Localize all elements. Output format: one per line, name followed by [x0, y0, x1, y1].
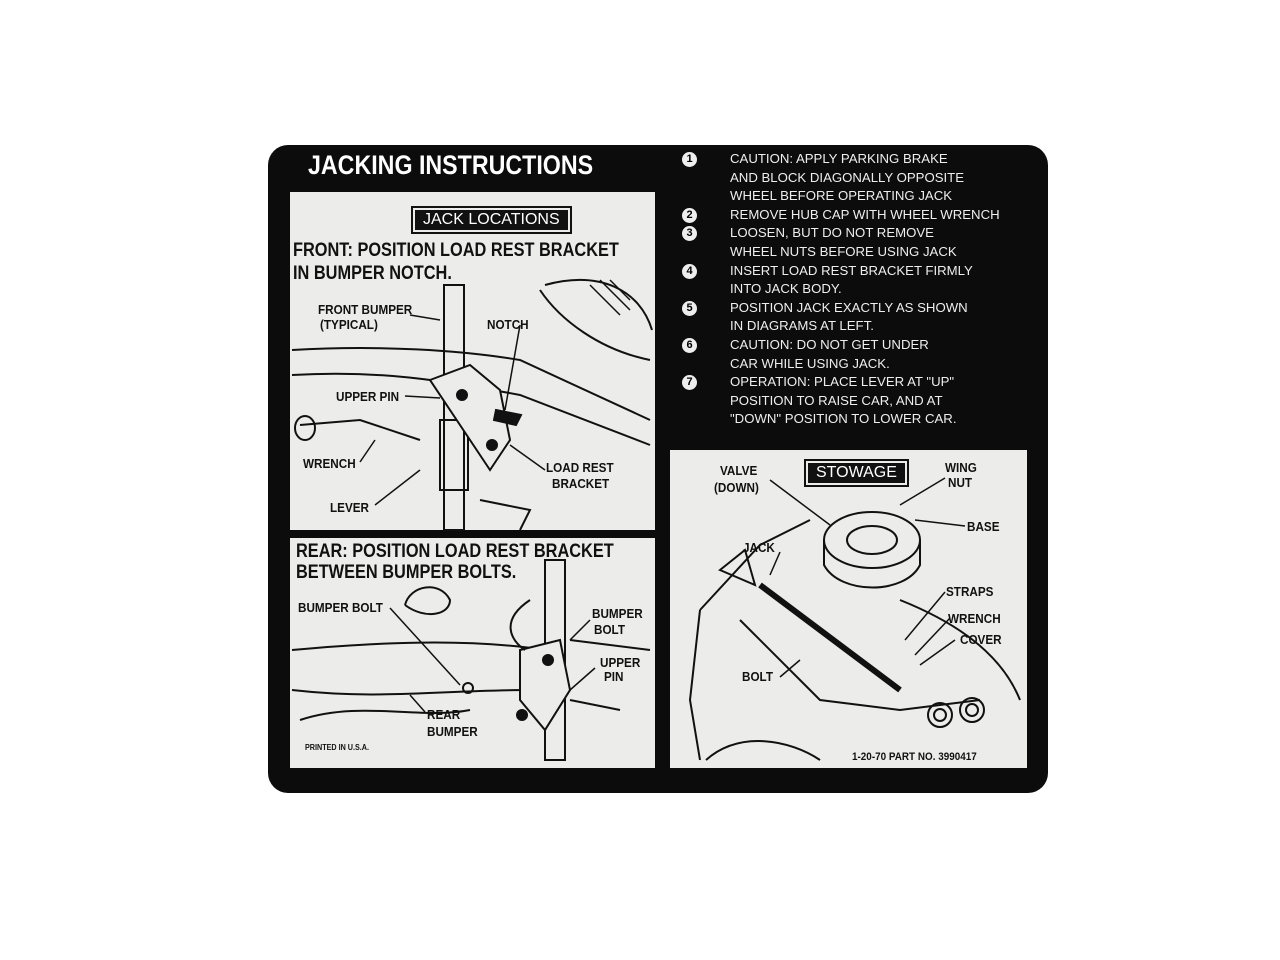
label-wrench: WRENCH — [303, 456, 356, 471]
label-upper-pin: UPPER PIN — [336, 389, 400, 404]
instruction-text: OPERATION: PLACE LEVER AT "UP" — [730, 374, 955, 390]
instruction-line: 4 INSERT LOAD REST BRACKET FIRMLY — [682, 262, 1000, 281]
label-bolt: BOLT — [742, 669, 773, 684]
rear-jack-drawing — [291, 559, 651, 761]
instruction-line: 5 POSITION JACK EXACTLY AS SHOWN — [682, 299, 1000, 318]
step-number-icon: 3 — [682, 226, 697, 242]
instruction-line: 1 CAUTION: APPLY PARKING BRAKE — [682, 150, 1000, 169]
label-rear-bumper-1: REAR — [427, 707, 461, 722]
instruction-text: REMOVE HUB CAP WITH WHEEL WRENCH — [730, 206, 1000, 222]
instruction-line: WHEEL BEFORE OPERATING JACK — [682, 187, 1000, 206]
instruction-text: CAUTION: APPLY PARKING BRAKE — [730, 151, 948, 166]
front-jack-drawing — [291, 279, 653, 531]
instruction-line: 7 OPERATION: PLACE LEVER AT "UP" — [682, 373, 1000, 392]
step-number-icon: 5 — [682, 300, 697, 316]
instruction-text: INTO JACK BODY. — [730, 281, 842, 297]
decal-title: JACKING INSTRUCTIONS — [308, 150, 594, 180]
instruction-line: AND BLOCK DIAGONALLY OPPOSITE — [682, 169, 1000, 188]
step-number-icon: 1 — [682, 152, 697, 167]
instruction-text: WHEEL NUTS BEFORE USING JACK — [730, 243, 957, 259]
instruction-text: CAR WHILE USING JACK. — [730, 355, 890, 371]
label-upper-pin-2: PIN — [604, 669, 624, 684]
rear-jack-panel — [290, 538, 655, 768]
label-front-bumper: FRONT BUMPER — [318, 302, 413, 317]
label-load-rest-1: LOAD REST — [546, 460, 614, 475]
printed-in-usa: PRINTED IN U.S.A. — [305, 743, 370, 752]
instruction-line: 6 CAUTION: DO NOT GET UNDER — [682, 336, 1000, 355]
label-straps: STRAPS — [946, 584, 994, 599]
label-lever: LEVER — [330, 500, 370, 515]
stowage-drawing — [688, 511, 1021, 761]
instruction-text: INSERT LOAD REST BRACKET FIRMLY — [730, 262, 973, 278]
step-number-icon: 7 — [682, 375, 697, 391]
instruction-text: AND BLOCK DIAGONALLY OPPOSITE — [730, 169, 965, 185]
step-number-icon: 4 — [682, 263, 697, 279]
instruction-line: IN DIAGRAMS AT LEFT. — [682, 317, 1000, 336]
label-cover: COVER — [960, 632, 1002, 647]
label-valve-1: VALVE — [720, 463, 758, 478]
instruction-line: POSITION TO RAISE CAR, AND AT — [682, 392, 1000, 411]
rear-heading-line1: REAR: POSITION LOAD REST BRACKET — [296, 541, 614, 562]
instruction-line: "DOWN" POSITION TO LOWER CAR. — [682, 410, 1000, 429]
label-base: BASE — [967, 519, 1000, 534]
instruction-line: 3 LOOSEN, BUT DO NOT REMOVE — [682, 224, 1000, 243]
label-upper-pin-1: UPPER — [600, 655, 641, 670]
leader-lines — [359, 314, 966, 713]
stowage-header: STOWAGE — [804, 459, 909, 487]
step-number-icon: 6 — [682, 337, 697, 353]
label-rear-bumper-2: BUMPER — [427, 724, 478, 739]
label-typical: (TYPICAL) — [320, 317, 378, 332]
front-heading-line1: FRONT: POSITION LOAD REST BRACKET — [293, 240, 619, 261]
instruction-text: POSITION TO RAISE CAR, AND AT — [730, 392, 943, 408]
instruction-text: LOOSEN, BUT DO NOT REMOVE — [730, 225, 934, 241]
label-jack: JACK — [743, 540, 775, 555]
instruction-text: POSITION JACK EXACTLY AS SHOWN — [730, 299, 968, 315]
jack-locations-header: JACK LOCATIONS — [411, 206, 572, 234]
label-bumper-bolt-right-1: BUMPER — [592, 606, 643, 621]
instruction-line: CAR WHILE USING JACK. — [682, 355, 1000, 374]
instruction-text: "DOWN" POSITION TO LOWER CAR. — [730, 411, 957, 427]
instruction-text: IN DIAGRAMS AT LEFT. — [730, 318, 874, 334]
label-wrench-stow: WRENCH — [948, 611, 1001, 626]
step-number-icon: 2 — [682, 207, 697, 223]
label-load-rest-2: BRACKET — [552, 476, 610, 491]
label-valve-2: (DOWN) — [714, 480, 759, 495]
front-jack-panel — [290, 192, 655, 530]
front-heading-line2: IN BUMPER NOTCH. — [293, 263, 452, 284]
instruction-list: 1 CAUTION: APPLY PARKING BRAKE AND BLOCK D… — [682, 150, 1000, 429]
label-notch: NOTCH — [487, 317, 529, 332]
part-number: 1-20-70 PART NO. 3990417 — [852, 751, 977, 763]
instruction-line: INTO JACK BODY. — [682, 280, 1000, 299]
instruction-line: WHEEL NUTS BEFORE USING JACK — [682, 243, 1000, 262]
label-wing-1: WING — [945, 460, 977, 475]
instruction-line: 2 REMOVE HUB CAP WITH WHEEL WRENCH — [682, 206, 1000, 225]
instruction-text: CAUTION: DO NOT GET UNDER — [730, 336, 929, 352]
label-bumper-bolt-left: BUMPER BOLT — [298, 600, 383, 615]
label-wing-2: NUT — [948, 475, 973, 490]
rear-heading-line2: BETWEEN BUMPER BOLTS. — [296, 562, 517, 583]
instruction-text: WHEEL BEFORE OPERATING JACK — [730, 188, 953, 204]
label-bumper-bolt-right-2: BOLT — [594, 622, 625, 637]
